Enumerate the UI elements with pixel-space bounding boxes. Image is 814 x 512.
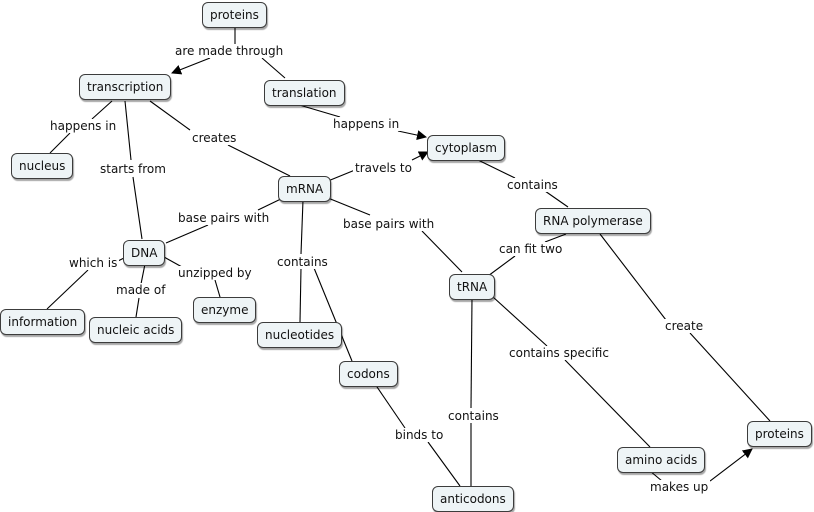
concept-dna[interactable]: DNA: [123, 240, 166, 266]
connector-bpw2-trna: [421, 230, 463, 273]
link-made-of: made of: [114, 283, 168, 297]
link-makes-up: makes up: [648, 480, 711, 494]
connector-rnapol-create: [599, 233, 667, 321]
concept-rna-polymerase[interactable]: RNA polymerase: [535, 208, 651, 234]
connector-contains-nucleotides: [299, 267, 302, 323]
connector-made-transcription: [171, 57, 211, 75]
connector-startsfrom-dna: [132, 176, 143, 240]
concept-trna[interactable]: tRNA: [449, 274, 496, 300]
link-contains-mrna: contains: [275, 255, 330, 269]
connector-made-translation: [261, 57, 286, 79]
concept-information[interactable]: information: [0, 309, 86, 335]
link-can-fit-two: can fit two: [497, 242, 565, 256]
link-creates: creates: [190, 131, 239, 145]
concept-cytoplasm[interactable]: cytoplasm: [427, 135, 505, 161]
concept-amino-acids[interactable]: amino acids: [617, 447, 706, 473]
link-happens-in-nucleus: happens in: [48, 119, 119, 133]
connector-codons-bindsto: [374, 383, 406, 429]
connector-rnapol-canfit: [544, 233, 567, 243]
concept-codons[interactable]: codons: [339, 361, 398, 387]
concept-anticodons[interactable]: anticodons: [432, 486, 514, 512]
connector-cytoplasm-contains: [477, 159, 516, 179]
connector-happensin-nucleus: [49, 132, 71, 154]
connector-transcription-creates: [149, 100, 191, 131]
connector-containsspecific-amino: [564, 359, 651, 448]
link-happens-in-cytoplasm: happens in: [331, 117, 402, 131]
connector-whichis-information: [46, 269, 89, 310]
connector-makesup-proteins: [709, 448, 753, 482]
connector-mrna-travelsto: [327, 169, 356, 182]
concept-nucleotides[interactable]: nucleotides: [257, 322, 343, 348]
connector-bpw1-dna: [165, 224, 209, 244]
connector-transcription-happensin: [91, 100, 113, 120]
concept-transcription[interactable]: transcription: [79, 74, 172, 100]
link-unzipped-by: unzipped by: [176, 266, 254, 280]
concept-nucleus[interactable]: nucleus: [11, 153, 74, 179]
link-contains-anticodons: contains: [446, 409, 501, 423]
connector-trna-contains: [470, 297, 473, 409]
concept-nucleic-acids[interactable]: nucleic acids: [89, 317, 183, 343]
concept-enzyme[interactable]: enzyme: [193, 297, 257, 323]
connector-madeof-nucleic: [135, 297, 140, 318]
link-contains-rna-polymerase: contains: [505, 178, 560, 192]
connector-translation-happensin: [295, 103, 341, 118]
link-travels-to: travels to: [353, 161, 414, 175]
link-contains-specific: contains specific: [507, 346, 611, 360]
connector-travelsto-cytoplasm: [411, 151, 429, 161]
concept-translation[interactable]: translation: [264, 80, 345, 106]
connector-bindsto-anticodons: [427, 441, 461, 487]
connector-dna-unzipped: [163, 256, 183, 268]
connector-create-proteins: [689, 332, 771, 422]
concept-proteins-bottom[interactable]: proteins: [747, 421, 812, 447]
link-create: create: [663, 319, 706, 333]
link-base-pairs-with-dna: base pairs with: [176, 211, 272, 225]
link-which-is: which is: [67, 256, 120, 270]
link-base-pairs-with-trna: base pairs with: [341, 217, 437, 231]
connector-creates-mrna: [227, 144, 291, 177]
connector-contains-rnapol: [544, 190, 569, 208]
connector-trna-containsspecific: [492, 296, 548, 347]
connector-mrna-contains: [300, 199, 304, 255]
concept-mrna[interactable]: mRNA: [278, 176, 332, 202]
link-are-made-through: are made through: [173, 44, 286, 58]
connector-transcription-startsfrom: [124, 100, 132, 161]
concept-proteins-top[interactable]: proteins: [202, 2, 267, 28]
link-binds-to: binds to: [393, 428, 446, 442]
connector-dna-madeof: [140, 263, 146, 285]
connector-mrna-bpw2: [327, 197, 371, 216]
link-starts-from: starts from: [98, 162, 168, 176]
connector-canfit-trna: [487, 255, 516, 277]
connector-contains-codons: [313, 267, 353, 362]
connector-happensin-cytoplasm: [397, 130, 427, 141]
connector-unzipped-enzyme: [214, 279, 221, 298]
